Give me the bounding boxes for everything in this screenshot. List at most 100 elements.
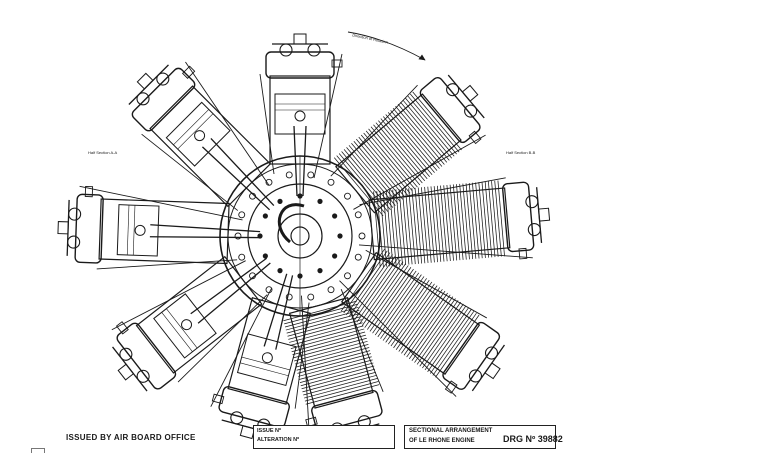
- cooling-fin: [359, 261, 404, 325]
- gudgeon-pin: [194, 130, 206, 142]
- cooling-fin: [303, 378, 378, 399]
- spark-plug: [444, 380, 458, 394]
- cooling-fin: [302, 371, 376, 393]
- cooling-fin: [305, 384, 380, 405]
- cylinder-head: [265, 51, 335, 79]
- connecting-rod: [293, 125, 298, 197]
- cooling-fin: [406, 294, 451, 358]
- cooling-fin: [356, 259, 401, 323]
- bearing-ball: [257, 233, 263, 239]
- cooling-fin: [405, 97, 455, 157]
- cooling-fin: [382, 278, 427, 341]
- cooling-fin: [387, 112, 438, 171]
- cooling-fin: [472, 182, 480, 259]
- cooling-fin: [299, 359, 373, 380]
- cooling-fin: [462, 183, 470, 260]
- crankcase-bolt: [285, 171, 293, 179]
- alteration-label: ALTERATION Nº: [257, 437, 300, 443]
- piston-ring: [173, 109, 209, 145]
- cylinder-assemblies: [57, 33, 551, 443]
- crankcase-bolt: [344, 272, 351, 280]
- cooling-fin: [284, 303, 358, 325]
- cooling-fin: [353, 140, 404, 200]
- gudgeon-pin: [294, 110, 306, 122]
- crankcase-bolt: [344, 192, 351, 200]
- rocker-pivot: [136, 92, 150, 106]
- half-section-right-label: Half Section B-B: [506, 150, 536, 155]
- cooling-fin: [291, 331, 366, 353]
- piston-ring: [240, 362, 289, 377]
- push-rod: [79, 185, 243, 221]
- gudgeon-pin: [181, 319, 193, 331]
- push-rod: [339, 280, 457, 397]
- bearing-ball: [262, 213, 268, 219]
- valve-cap: [461, 84, 479, 102]
- cooling-fin: [285, 310, 360, 331]
- induction-pipe: [340, 288, 384, 392]
- push-rod: [358, 244, 533, 259]
- cylinder-head: [116, 322, 177, 390]
- cylinder-head: [501, 181, 535, 253]
- induction-pipe: [177, 294, 268, 383]
- cooling-fin: [356, 138, 406, 198]
- half-section-left-label: Half Section A-A: [88, 150, 118, 155]
- crankcase-bolt: [307, 293, 315, 301]
- spark-plug: [468, 130, 482, 145]
- cooling-fin: [385, 279, 430, 343]
- cooling-fin: [435, 314, 480, 378]
- valve-cap: [136, 72, 154, 90]
- cooling-fin: [422, 305, 467, 369]
- induction-pipe: [96, 259, 238, 270]
- cooling-fin: [297, 353, 371, 374]
- cooling-fin: [369, 268, 414, 332]
- cooling-fin: [400, 101, 450, 161]
- bearing-ball: [262, 253, 268, 259]
- cooling-fin: [443, 185, 451, 262]
- cooling-fin: [408, 188, 416, 265]
- cylinder-1: [259, 33, 343, 197]
- valve-cap: [484, 362, 501, 380]
- valve-cap: [117, 363, 135, 381]
- cooling-fin: [303, 374, 377, 396]
- cooling-fin: [465, 183, 474, 260]
- cooling-fin: [288, 319, 362, 340]
- bearing-ball: [332, 213, 338, 219]
- crankcase-bolt: [307, 171, 315, 179]
- piston: [165, 101, 231, 167]
- push-rod: [111, 260, 246, 331]
- cooling-fin: [436, 185, 445, 262]
- induction-pipe: [365, 249, 487, 319]
- cooling-fin: [379, 190, 387, 267]
- cooling-fin: [414, 187, 423, 264]
- crankcase-bolt: [234, 232, 242, 240]
- cooling-fin: [398, 189, 407, 265]
- piston: [153, 293, 217, 359]
- cooling-fin: [346, 252, 391, 316]
- cooling-fin: [427, 186, 435, 263]
- crankcase-bolt: [285, 293, 293, 301]
- gudgeon-pin: [134, 224, 146, 236]
- cooling-fin: [440, 185, 448, 262]
- cylinder-barrel: [269, 75, 331, 165]
- crankcase-bolt: [238, 253, 246, 261]
- crankcase-bolt: [327, 178, 335, 186]
- cooling-fin: [380, 118, 430, 178]
- issue-box: ISSUE Nº ALTERATION Nº: [253, 425, 395, 449]
- cooling-fin: [299, 362, 374, 383]
- crankcase-bolt: [358, 232, 366, 240]
- bearing-ball: [277, 198, 283, 204]
- rocker-pivot: [68, 207, 82, 221]
- cooling-fin: [284, 306, 359, 328]
- piston-ring: [132, 205, 136, 256]
- cooling-fin: [363, 132, 413, 192]
- cooling-fin: [390, 110, 440, 169]
- connecting-rod: [263, 273, 288, 347]
- cooling-fin: [287, 316, 362, 337]
- cooling-fin: [487, 181, 496, 258]
- cooling-fin: [341, 151, 391, 210]
- piston-ring: [126, 205, 130, 255]
- rocker-pivot: [525, 195, 539, 209]
- bearing-ball: [317, 198, 323, 204]
- cooling-fin: [392, 189, 400, 266]
- connecting-rod: [197, 262, 271, 324]
